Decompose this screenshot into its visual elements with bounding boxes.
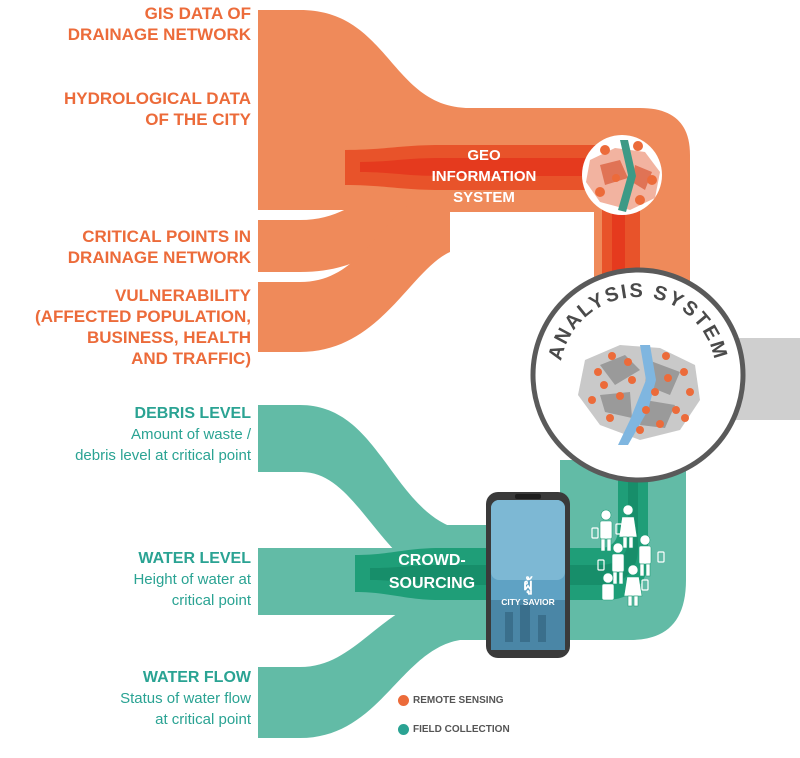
crowd-people-icon bbox=[599, 504, 652, 607]
geoLabel-line: INFORMATION bbox=[432, 168, 537, 185]
label-hydrological-data: HYDROLOGICAL DATA OF THE CITY bbox=[64, 89, 251, 129]
legend-field-collection-label: FIELD COLLECTION bbox=[413, 724, 510, 736]
label-gis-data: GIS DATA OF DRAINAGE NETWORK bbox=[67, 4, 251, 44]
debris-level-desc: Amount of waste / debris level at critic… bbox=[75, 426, 251, 464]
crowdLabel-line: CROWD- bbox=[398, 552, 466, 569]
water-flow-title: WATER FLOW bbox=[142, 669, 251, 686]
geoLabel-line: SYSTEM bbox=[453, 189, 515, 206]
label-debris-level: DEBRIS LEVEL Amount of waste / debris le… bbox=[75, 404, 251, 466]
flow-water-flow bbox=[258, 590, 460, 738]
label-critical-points: CRITICAL POINTS IN DRAINAGE NETWORK bbox=[67, 227, 251, 267]
geoLabel-line: GEO bbox=[467, 147, 501, 164]
flow-vulnerability bbox=[258, 185, 450, 352]
water-flow-desc: Status of water flow at critical point bbox=[120, 690, 251, 728]
water-level-desc: Height of water at critical point bbox=[133, 571, 251, 609]
app-name: CITY SAVIOR bbox=[501, 597, 555, 607]
label-water-flow: WATER FLOW Status of water flow at criti… bbox=[120, 668, 251, 730]
field-collection-core bbox=[355, 460, 648, 600]
phone-mini-icons bbox=[591, 523, 665, 591]
legend-field-collection: FIELD COLLECTION bbox=[398, 724, 510, 735]
smartphone-icon: ผู้ CITY SAVIOR bbox=[486, 492, 570, 658]
water-level-title: WATER LEVEL bbox=[138, 550, 251, 567]
field-collection-dot-icon bbox=[398, 724, 409, 735]
analysis-map-icon bbox=[578, 345, 700, 445]
app-logo: ผู้ bbox=[523, 576, 532, 596]
flow-debris bbox=[258, 405, 460, 590]
label-water-level: WATER LEVEL Height of water at critical … bbox=[133, 549, 251, 611]
legend-remote-sensing-label: REMOTE SENSING bbox=[413, 695, 504, 707]
gis-map-icon bbox=[582, 135, 662, 215]
geo-information-system-label: GEO INFORMATION SYSTEM bbox=[432, 147, 537, 206]
crowdsourcing-label: CROWD- SOURCING bbox=[389, 552, 475, 592]
analysis-system: ANALYSIS SYSTEM bbox=[530, 267, 746, 483]
label-vulnerability: VULNERABILITY (AFFECTED POPULATION, BUSI… bbox=[35, 286, 251, 368]
remote-sensing-dot-icon bbox=[398, 695, 409, 706]
debris-level-title: DEBRIS LEVEL bbox=[134, 405, 251, 422]
legend-remote-sensing: REMOTE SENSING bbox=[398, 695, 504, 706]
flow-critical bbox=[258, 172, 450, 272]
crowdLabel-line: SOURCING bbox=[389, 575, 475, 592]
